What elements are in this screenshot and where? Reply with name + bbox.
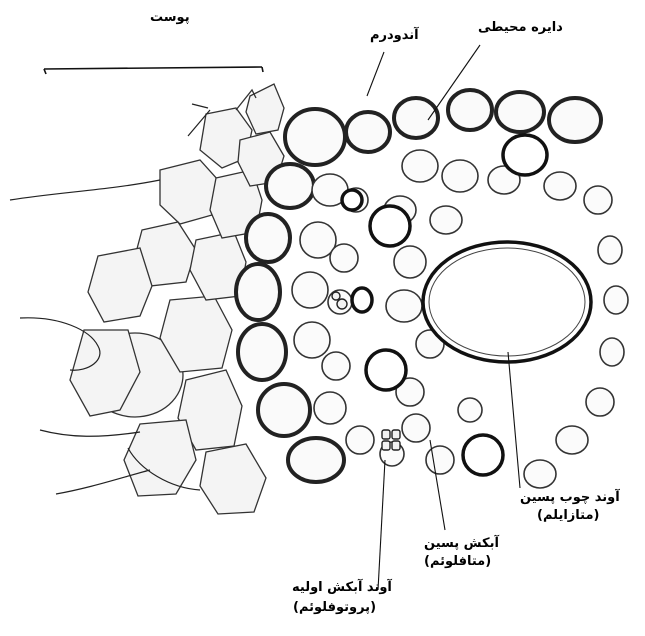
pericycle-label: دایره محیطی xyxy=(478,20,563,36)
metaxylem-vessel xyxy=(423,242,591,362)
endodermis-label: آندودرم xyxy=(370,28,419,44)
metaphloem-label-line1: آبکش پسین xyxy=(424,536,499,552)
protophloem-label-line1: آوند آبکش اولیه xyxy=(292,580,392,596)
cortex-label: پوست xyxy=(150,10,190,26)
protophloem-label-line2: (پروتوفلوئم) xyxy=(293,600,376,616)
metaxylem-label-line2: (متازایلم) xyxy=(537,508,599,524)
metaxylem-label-line1: آوند چوب پسین xyxy=(520,490,620,506)
metaphloem-label-line2: (متافلوئم) xyxy=(424,554,491,570)
cortex-bracket xyxy=(44,67,263,74)
